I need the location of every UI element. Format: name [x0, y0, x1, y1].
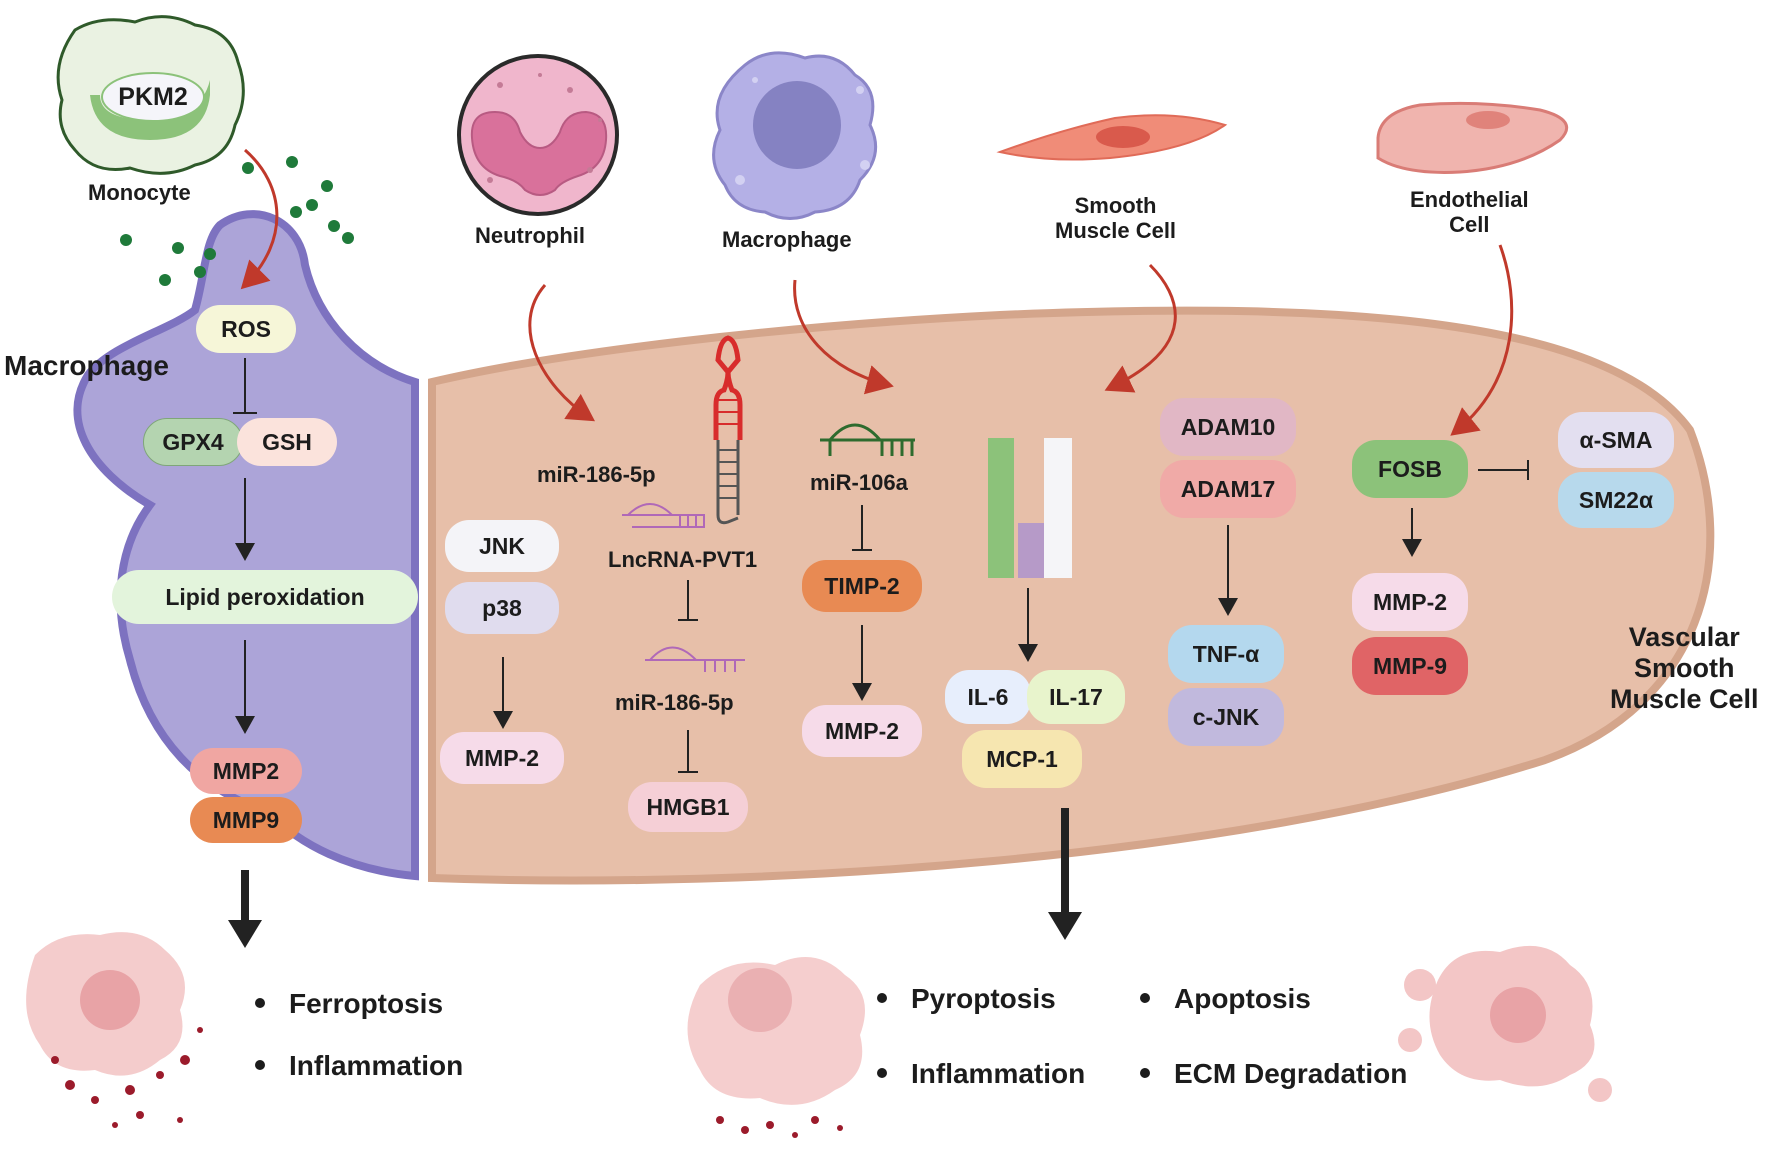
- mcp1-node: MCP-1: [962, 730, 1082, 788]
- outcome-pyroptosis: Pyroptosis: [877, 983, 1056, 1015]
- smooth-muscle-cell-icon: [996, 114, 1228, 161]
- lipid-peroxidation-node: Lipid peroxidation: [112, 570, 418, 624]
- particles-icon: [120, 156, 354, 286]
- mmp2-node-c: MMP-2: [1352, 573, 1468, 631]
- bullet-icon: [255, 997, 265, 1008]
- cytokine-chart-icon: [988, 438, 1072, 578]
- mir106a-icon: [820, 423, 915, 456]
- mmp2-node-left: MMP2: [190, 748, 302, 794]
- damaged-cell-icon-right: [1398, 945, 1612, 1102]
- asma-node: α-SMA: [1558, 412, 1674, 468]
- outcome-text: Ferroptosis: [289, 988, 444, 1019]
- mir186-top-label: miR-186-5p: [537, 462, 656, 487]
- timp2-node: TIMP-2: [802, 560, 922, 612]
- outcome-ferroptosis: Ferroptosis: [255, 988, 443, 1020]
- lncrna-hairpin-icon: [713, 335, 743, 525]
- endothelial-cell-icon: [1376, 101, 1569, 174]
- macrophage-cell-icon: [712, 51, 878, 220]
- mmp9-node-left: MMP9: [190, 797, 302, 843]
- mir186-bottom-label: miR-186-5p: [615, 690, 734, 715]
- outcome-text: Inflammation: [289, 1050, 464, 1081]
- timp-connectors: [852, 505, 872, 701]
- neutrophil-cell-icon: [457, 54, 619, 216]
- lncrna-connectors: [678, 580, 698, 773]
- pkm2-label: PKM2: [118, 82, 188, 111]
- bullet-icon: [877, 992, 887, 1003]
- fosb-connectors: [1402, 460, 1529, 557]
- vsmc-title: Vascular Smooth Muscle Cell: [1610, 622, 1759, 714]
- mirna-icon-2: [645, 646, 745, 672]
- outcome-text: Pyroptosis: [911, 983, 1056, 1014]
- fosb-node: FOSB: [1352, 440, 1468, 498]
- mmp2-node-a: MMP-2: [440, 732, 564, 784]
- lncrna-pvt1-label: LncRNA-PVT1: [608, 547, 758, 572]
- monocyte-label: Monocyte: [88, 180, 191, 205]
- bullet-icon: [1140, 992, 1150, 1003]
- endothelial-cell-label: Endothelial Cell: [1410, 187, 1529, 237]
- outcome-arrow-left: [228, 870, 262, 948]
- bullet-icon: [877, 1067, 887, 1078]
- smooth-muscle-cell-label: Smooth Muscle Cell: [1055, 193, 1177, 243]
- outcome-ecm-degradation: ECM Degradation: [1140, 1058, 1407, 1090]
- macrophage-top-label: Macrophage: [722, 227, 852, 252]
- bullet-icon: [255, 1059, 265, 1070]
- ros-node: ROS: [196, 305, 296, 353]
- bullet-icon: [1140, 1067, 1150, 1078]
- outcome-text: Inflammation: [911, 1058, 1086, 1089]
- sm22a-node: SM22α: [1558, 472, 1674, 528]
- p38-node: p38: [445, 582, 559, 634]
- gsh-node: GSH: [237, 418, 337, 466]
- neutrophil-label: Neutrophil: [475, 223, 585, 248]
- adam17-node: ADAM17: [1160, 460, 1296, 518]
- adam10-node: ADAM10: [1160, 398, 1296, 456]
- damaged-cell-icon-middle: [687, 957, 865, 1138]
- jnk-node: JNK: [445, 520, 559, 572]
- tnfa-node: TNF-α: [1168, 625, 1284, 683]
- outcome-inflammation-right: Inflammation: [877, 1058, 1085, 1090]
- mmp2-node-b: MMP-2: [802, 705, 922, 757]
- il6-node: IL-6: [945, 670, 1031, 724]
- il17-node: IL-17: [1027, 670, 1125, 724]
- damaged-cell-icon-left: [26, 932, 203, 1128]
- mirna-icon-1: [622, 503, 705, 528]
- outcome-arrow-right: [1048, 808, 1082, 940]
- outcome-text: Apoptosis: [1174, 983, 1311, 1014]
- hmgb1-node: HMGB1: [628, 782, 748, 832]
- mir106a-label: miR-106a: [810, 470, 908, 495]
- left-panel-connectors: [233, 358, 257, 734]
- cjnk-node: c-JNK: [1168, 688, 1284, 746]
- outcome-apoptosis: Apoptosis: [1140, 983, 1311, 1015]
- vsmc-body: [428, 306, 1715, 885]
- outcome-inflammation-left: Inflammation: [255, 1050, 463, 1082]
- gpx4-node: GPX4: [143, 418, 243, 466]
- mmp9-node: MMP-9: [1352, 637, 1468, 695]
- monocyte-cell-icon: [56, 15, 245, 175]
- macrophage-title: Macrophage: [4, 350, 169, 381]
- outcome-text: ECM Degradation: [1174, 1058, 1408, 1089]
